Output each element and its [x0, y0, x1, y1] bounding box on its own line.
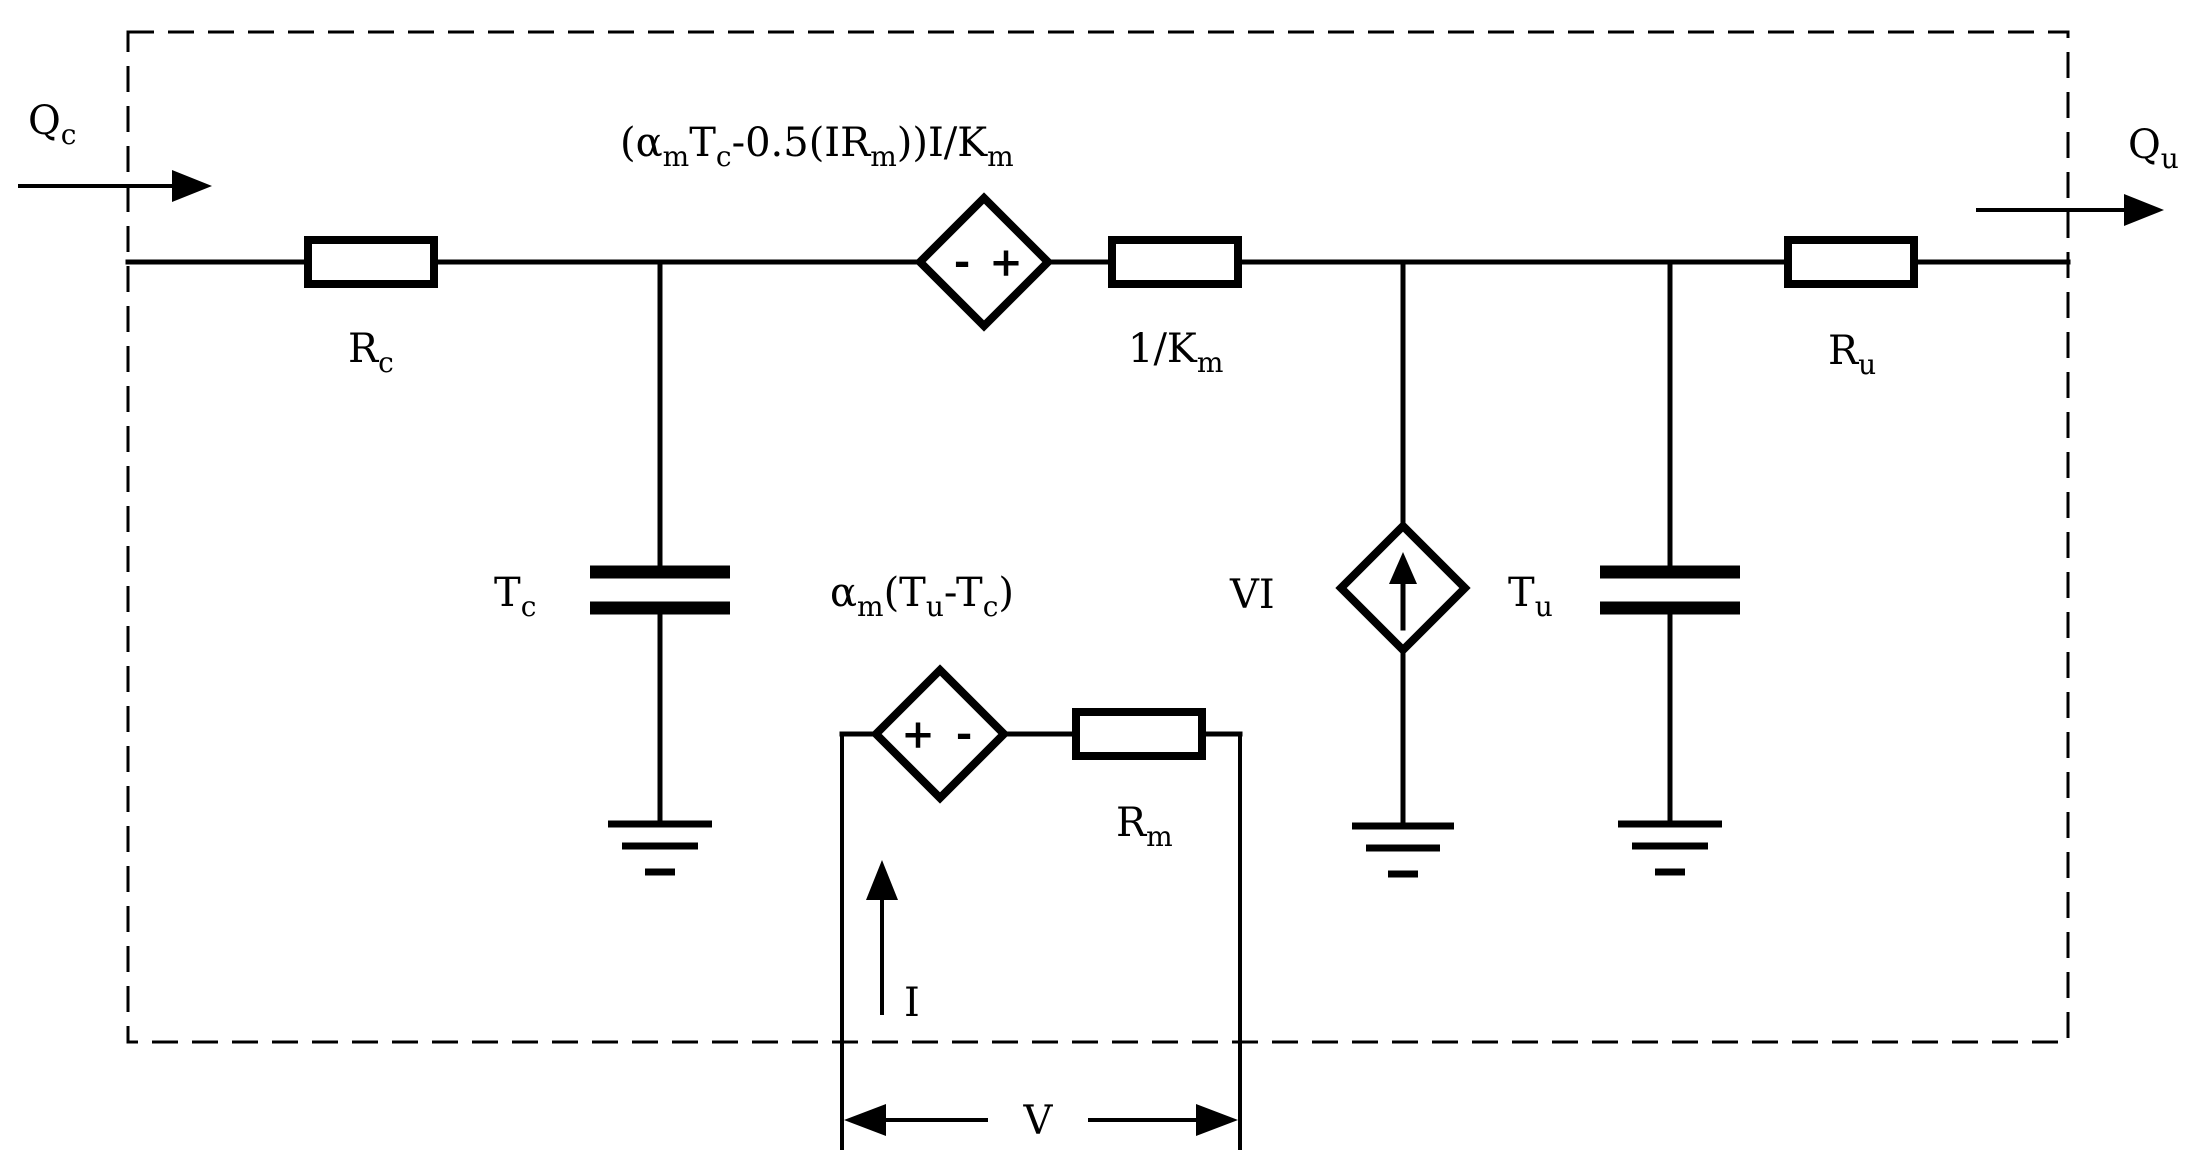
top-source-plus-sign: + [989, 239, 1023, 286]
resistor-1-km [1108, 236, 1242, 288]
resistor-rc [304, 236, 438, 288]
module-boundary [126, 30, 2070, 1044]
bottom-source-minus-sign: - [956, 710, 973, 757]
qc-heat-arrow-head [172, 170, 212, 202]
label-vi: VI [1229, 572, 1275, 618]
resistor-ru [1784, 236, 1918, 288]
label-bottom-source-expression: αm(Tu-Tc) [830, 570, 1014, 623]
ground-symbol-tu [1618, 820, 1722, 876]
label-ru: Ru [1828, 328, 1876, 381]
current-arrow-head [866, 860, 898, 900]
label-rc: Rc [348, 326, 394, 379]
ground-symbol-vi [1352, 822, 1454, 878]
label-qu: Qu [2128, 122, 2179, 175]
qu-heat-arrow-head [2124, 194, 2164, 226]
label-1-km: 1/Km [1128, 326, 1223, 379]
label-qc: Qc [28, 98, 76, 151]
label-voltage-v: V [1023, 1098, 1054, 1144]
label-top-source-expression: (αmTc-0.5(IRm))I/Km [620, 120, 1014, 173]
voltage-arrow-left-head [844, 1104, 886, 1136]
resistor-rm [1072, 708, 1206, 760]
bottom-dependent-source [870, 664, 1010, 804]
label-tc: Tc [494, 570, 536, 623]
voltage-arrow-right-head [1196, 1104, 1238, 1136]
label-current-i: I [904, 980, 920, 1026]
ground-symbol-tc [608, 820, 712, 876]
bottom-source-plus-sign: + [901, 711, 935, 758]
vi-arrow-head [1389, 552, 1417, 584]
top-source-minus-sign: - [954, 238, 971, 285]
label-rm: Rm [1116, 800, 1173, 853]
label-tu: Tu [1508, 570, 1553, 623]
top-dependent-source [914, 192, 1054, 332]
